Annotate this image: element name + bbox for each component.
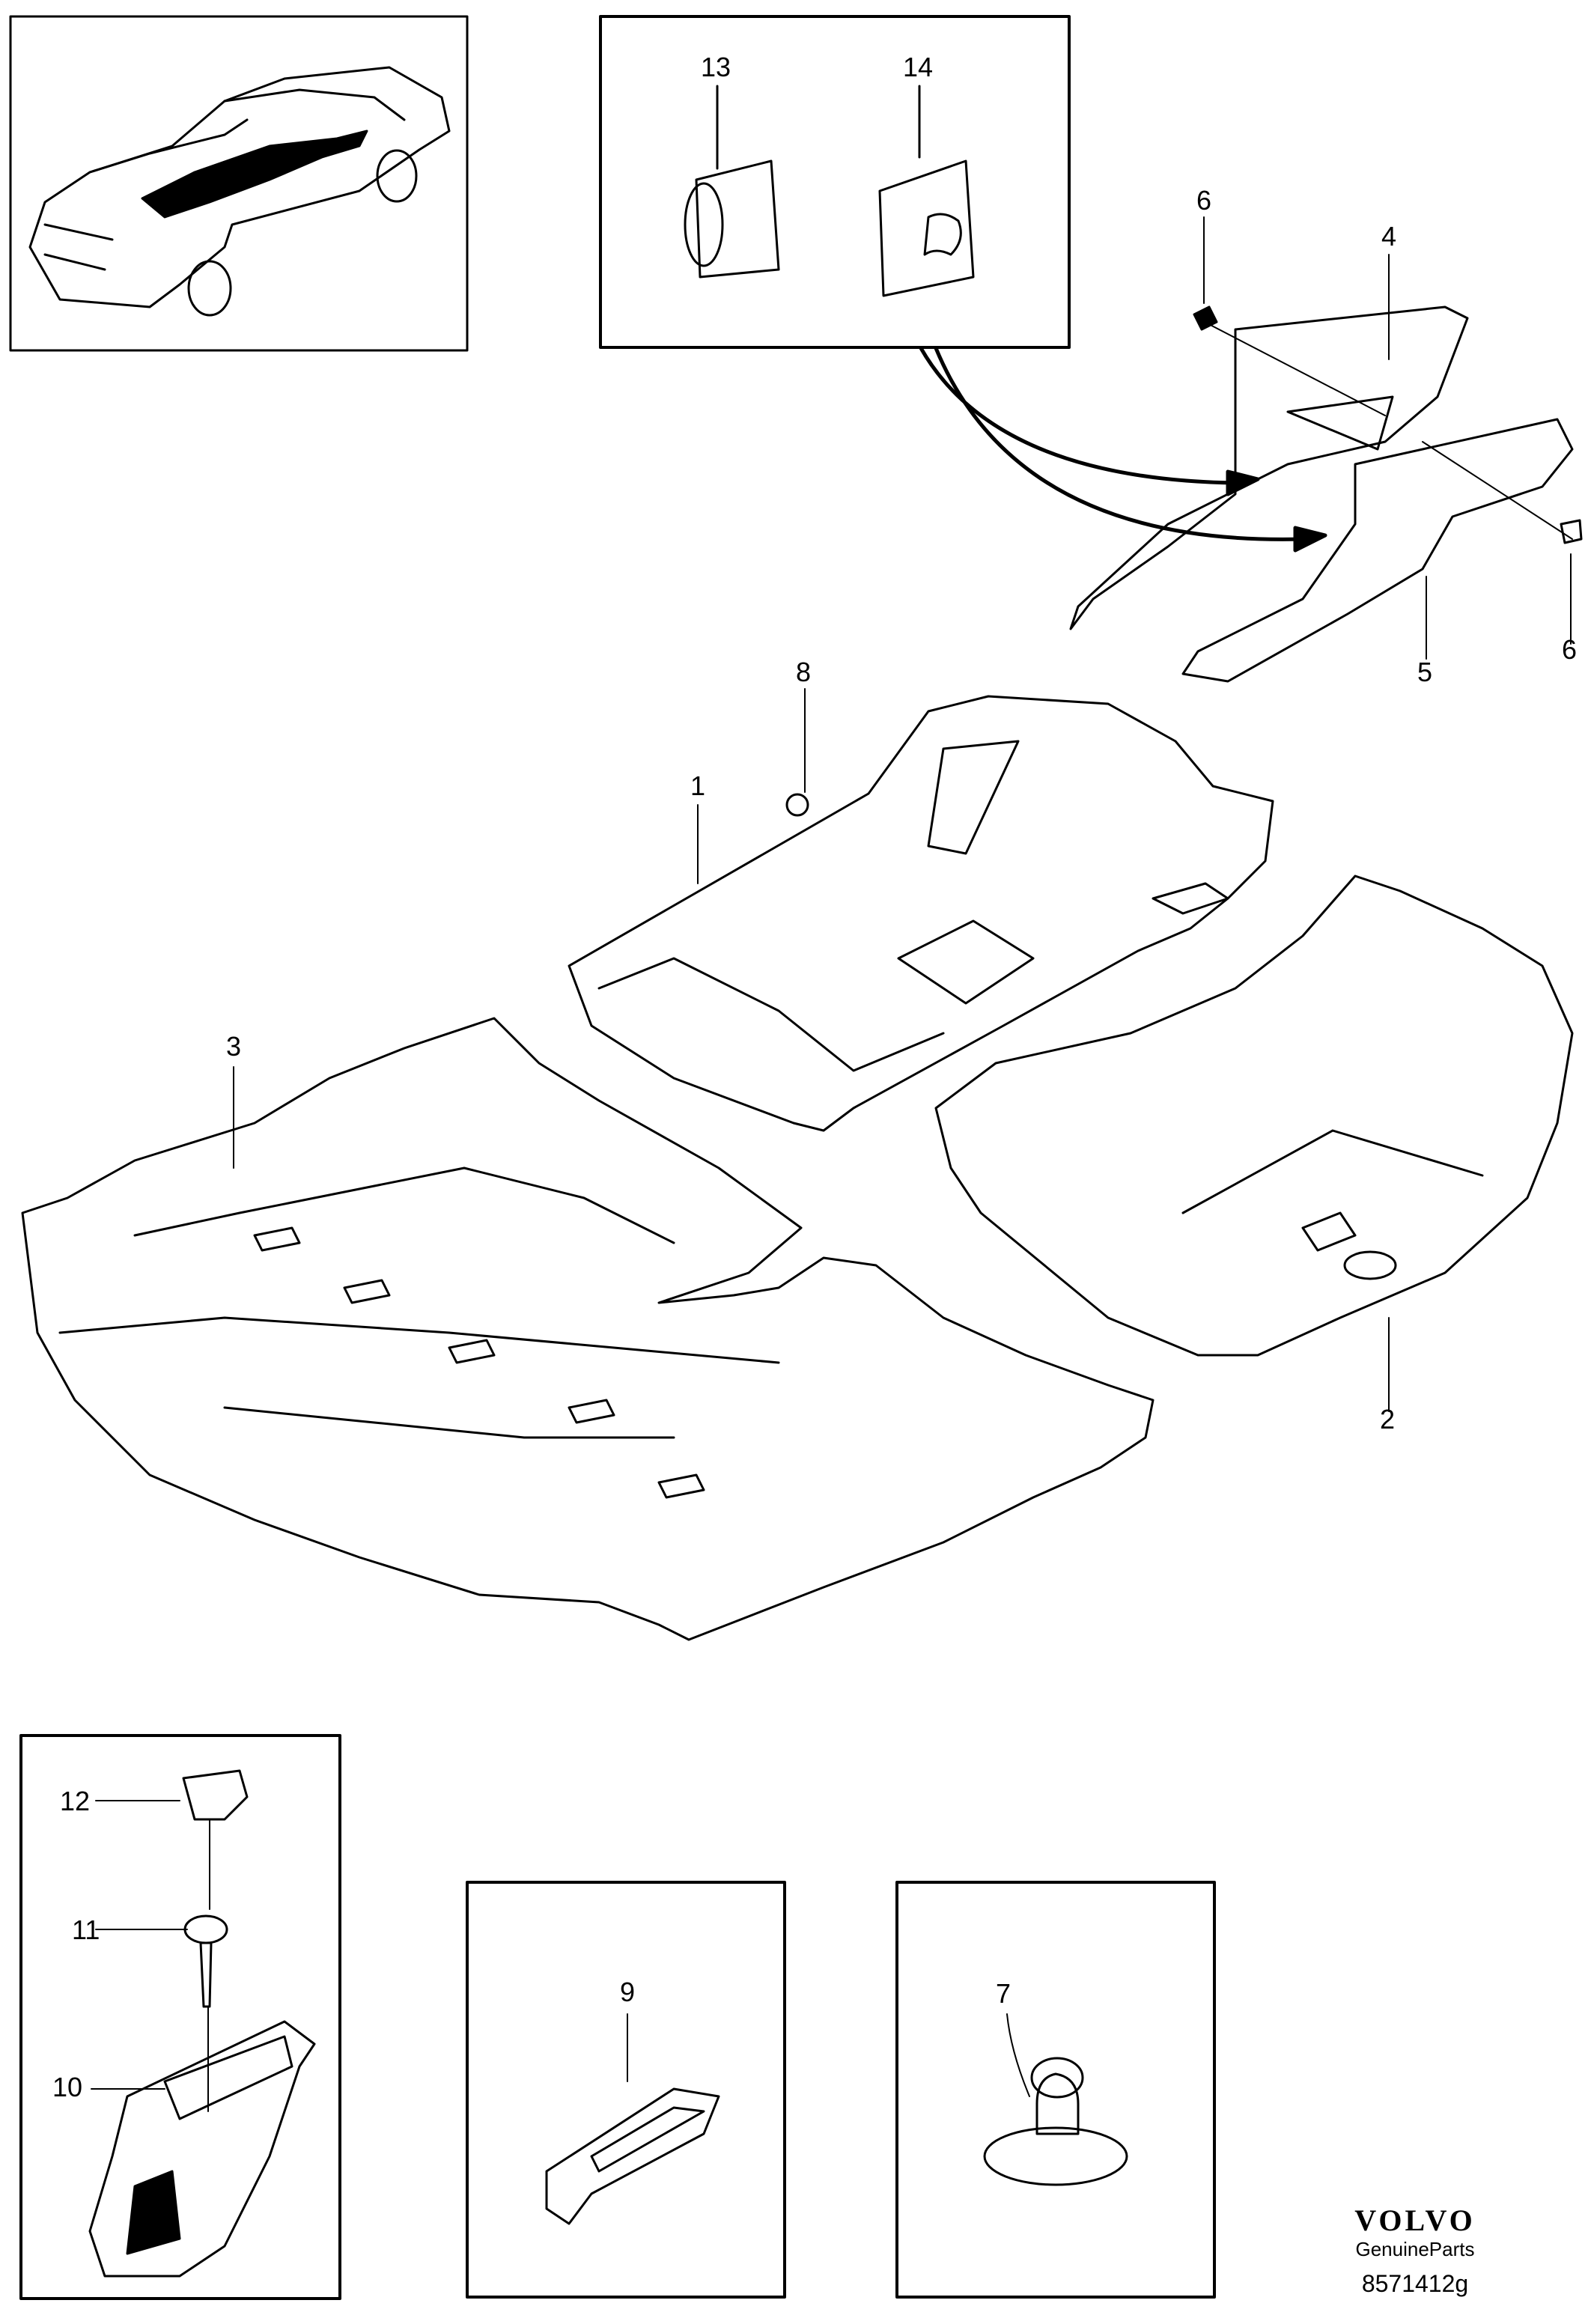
- callout-1: 1: [690, 770, 705, 801]
- callout-8: 8: [796, 657, 811, 687]
- callout-7: 7: [996, 1978, 1011, 2009]
- brand-subtitle: GenuineParts: [1355, 2238, 1475, 2260]
- callout-12: 12: [60, 1786, 90, 1816]
- callout-6-top: 6: [1196, 185, 1211, 216]
- callout-4: 4: [1381, 221, 1396, 252]
- part-5-trim: [1181, 418, 1574, 683]
- part-4-bracket: [1069, 305, 1469, 630]
- callout-labels: 1 2 3 4 5 6 6 7 8 9 10 11 12 13 14: [52, 52, 1577, 2102]
- volvo-logo: VOLVO: [1354, 2203, 1476, 2237]
- callout-10: 10: [52, 2072, 82, 2102]
- callout-5: 5: [1417, 657, 1432, 687]
- screw-6-left: [1193, 305, 1218, 331]
- callout-14: 14: [903, 52, 933, 82]
- callout-2: 2: [1380, 1404, 1395, 1435]
- part-2-floor-carpet: [934, 874, 1574, 1357]
- callout-3: 3: [226, 1031, 241, 1062]
- brand-block: VOLVO GenuineParts 8571412g: [1288, 2204, 1542, 2299]
- leader-lines: [233, 216, 1572, 1412]
- inset-arrows: [919, 346, 1327, 553]
- clip-detail-inset: [599, 15, 1071, 349]
- car-overview-inset: [9, 15, 469, 352]
- footrest-inset: [466, 1881, 786, 2299]
- screw-6-right: [1560, 519, 1583, 544]
- diagram-code: 8571412g: [1361, 2270, 1469, 2297]
- fastener-inset: [895, 1881, 1216, 2299]
- callout-6-bottom: 6: [1562, 634, 1577, 665]
- clip-assembly-inset: [19, 1734, 341, 2300]
- callout-9: 9: [620, 1977, 635, 2007]
- part-1-floor-carpet: [568, 695, 1274, 1132]
- callout-13: 13: [701, 52, 731, 82]
- callout-11: 11: [72, 1914, 100, 1945]
- floor-carpet-highlight: [141, 130, 368, 219]
- part-3-floor-carpet: [21, 1017, 1155, 1641]
